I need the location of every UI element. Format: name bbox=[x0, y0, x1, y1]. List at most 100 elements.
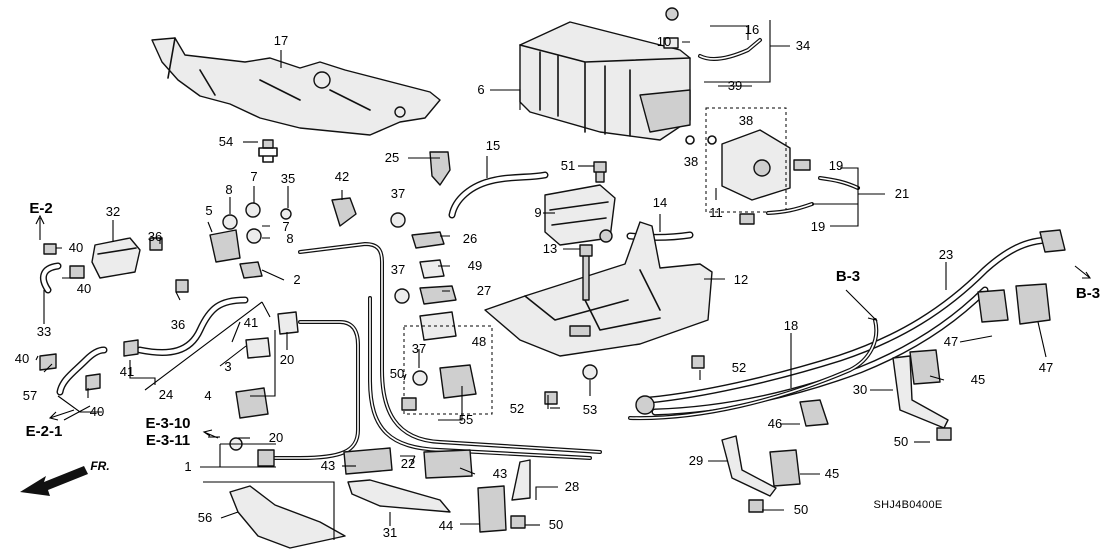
part-1-fuel-pipe bbox=[257, 320, 360, 467]
callout-44: 44 bbox=[438, 518, 454, 533]
callout-16: 16 bbox=[744, 22, 760, 37]
callout-15: 15 bbox=[485, 138, 501, 153]
part-18-breather-line bbox=[628, 318, 879, 421]
callout-2: 2 bbox=[293, 272, 301, 287]
callout-32: 32 bbox=[105, 204, 121, 219]
callout-14: 14 bbox=[652, 195, 668, 210]
callout-52b: 52 bbox=[509, 401, 525, 416]
callout-40a: 40 bbox=[68, 240, 84, 255]
ref-e310-label: E-3-10 bbox=[145, 415, 191, 432]
callout-21: 21 bbox=[894, 186, 910, 201]
callout-40c: 40 bbox=[14, 351, 30, 366]
part-22-fuel-lines bbox=[298, 242, 602, 460]
part-11-filter bbox=[721, 129, 791, 201]
callout-39: 39 bbox=[727, 78, 743, 93]
callout-45a: 45 bbox=[970, 372, 986, 387]
callout-41b: 41 bbox=[119, 364, 135, 379]
part-9-filter bbox=[544, 184, 616, 246]
part-31-bracket bbox=[347, 479, 451, 513]
part-23-filler-pipe bbox=[635, 229, 1066, 416]
callout-43a: 43 bbox=[320, 458, 336, 473]
callout-38b: 38 bbox=[683, 154, 699, 169]
part-56-guard bbox=[229, 485, 346, 549]
callout-37c: 37 bbox=[411, 341, 427, 356]
part-29-bracket bbox=[721, 435, 777, 497]
part-13-bolt bbox=[579, 244, 593, 301]
callout-47b: 47 bbox=[1038, 360, 1054, 375]
callout-7a: 7 bbox=[250, 169, 258, 184]
callout-6: 6 bbox=[477, 82, 485, 97]
callout-8a: 8 bbox=[225, 182, 233, 197]
callout-55: 55 bbox=[458, 412, 474, 427]
callout-33: 33 bbox=[36, 324, 52, 339]
callout-45b: 45 bbox=[824, 466, 840, 481]
part-12-bracket bbox=[484, 221, 713, 357]
callout-25: 25 bbox=[384, 150, 400, 165]
part-21-hoses bbox=[739, 159, 860, 225]
callout-49: 49 bbox=[467, 258, 483, 273]
callout-36a: 36 bbox=[147, 229, 163, 244]
part-33-hose bbox=[39, 262, 62, 294]
part-6-canister bbox=[519, 21, 691, 141]
callout-53: 53 bbox=[582, 402, 598, 417]
callout-50b: 50 bbox=[893, 434, 909, 449]
callout-43b: 43 bbox=[492, 466, 508, 481]
callout-24: 24 bbox=[158, 387, 174, 402]
callout-37a: 37 bbox=[390, 186, 406, 201]
filter-group-outline bbox=[705, 107, 787, 213]
callout-37b: 37 bbox=[390, 262, 406, 277]
callout-29: 29 bbox=[688, 453, 704, 468]
callout-56: 56 bbox=[197, 510, 213, 525]
callout-34: 34 bbox=[795, 38, 811, 53]
callout-18: 18 bbox=[783, 318, 799, 333]
part-25-connector bbox=[429, 151, 451, 186]
part-28-bracket bbox=[511, 459, 531, 501]
ref-e2-label: E-2 bbox=[29, 200, 53, 217]
callout-57: 57 bbox=[22, 388, 38, 403]
part-51-bolt bbox=[593, 161, 607, 183]
callout-30: 30 bbox=[852, 382, 868, 397]
callout-19b: 19 bbox=[810, 219, 826, 234]
callout-50a: 50 bbox=[389, 366, 405, 381]
reference-arrows bbox=[35, 214, 1092, 439]
part-mounts bbox=[411, 231, 477, 399]
callout-3: 3 bbox=[224, 359, 232, 374]
callout-40d: 40 bbox=[89, 404, 105, 419]
callout-17: 17 bbox=[273, 33, 289, 48]
callout-22: 22 bbox=[400, 456, 416, 471]
callout-42: 42 bbox=[334, 169, 350, 184]
front-direction-arrow bbox=[20, 466, 88, 496]
diagram-code-label: SHJ4B0400E bbox=[873, 499, 943, 511]
callout-7b: 7 bbox=[282, 219, 290, 234]
part-16-hose bbox=[663, 7, 762, 61]
callout-8b: 8 bbox=[286, 231, 294, 246]
callout-47a: 47 bbox=[943, 334, 959, 349]
part-38-seal-b bbox=[707, 135, 717, 145]
callout-51: 51 bbox=[560, 158, 576, 173]
callout-27: 27 bbox=[476, 283, 492, 298]
part-15-hose bbox=[448, 171, 549, 219]
ref-e21-label: E-2-1 bbox=[25, 423, 63, 440]
callout-52a: 52 bbox=[731, 360, 747, 375]
part-17-cover bbox=[151, 37, 441, 136]
callout-28: 28 bbox=[564, 479, 580, 494]
callout-9: 9 bbox=[534, 205, 542, 220]
callout-23: 23 bbox=[938, 247, 954, 262]
callout-41a: 41 bbox=[243, 315, 259, 330]
part-32-box bbox=[91, 237, 141, 279]
callout-26: 26 bbox=[462, 231, 478, 246]
callout-46: 46 bbox=[767, 416, 783, 431]
callout-48: 48 bbox=[471, 334, 487, 349]
callout-31: 31 bbox=[382, 525, 398, 540]
callout-4: 4 bbox=[204, 388, 212, 403]
callout-1: 1 bbox=[184, 459, 192, 474]
part-54-bolt bbox=[258, 139, 278, 163]
callout-40b: 40 bbox=[76, 281, 92, 296]
mount-group-outline bbox=[403, 325, 493, 415]
callout-50c: 50 bbox=[548, 517, 564, 532]
part-57-hose bbox=[56, 346, 108, 396]
callout-13: 13 bbox=[542, 241, 558, 256]
callout-10: 10 bbox=[656, 34, 672, 49]
front-marker-label: FR. bbox=[90, 459, 110, 473]
